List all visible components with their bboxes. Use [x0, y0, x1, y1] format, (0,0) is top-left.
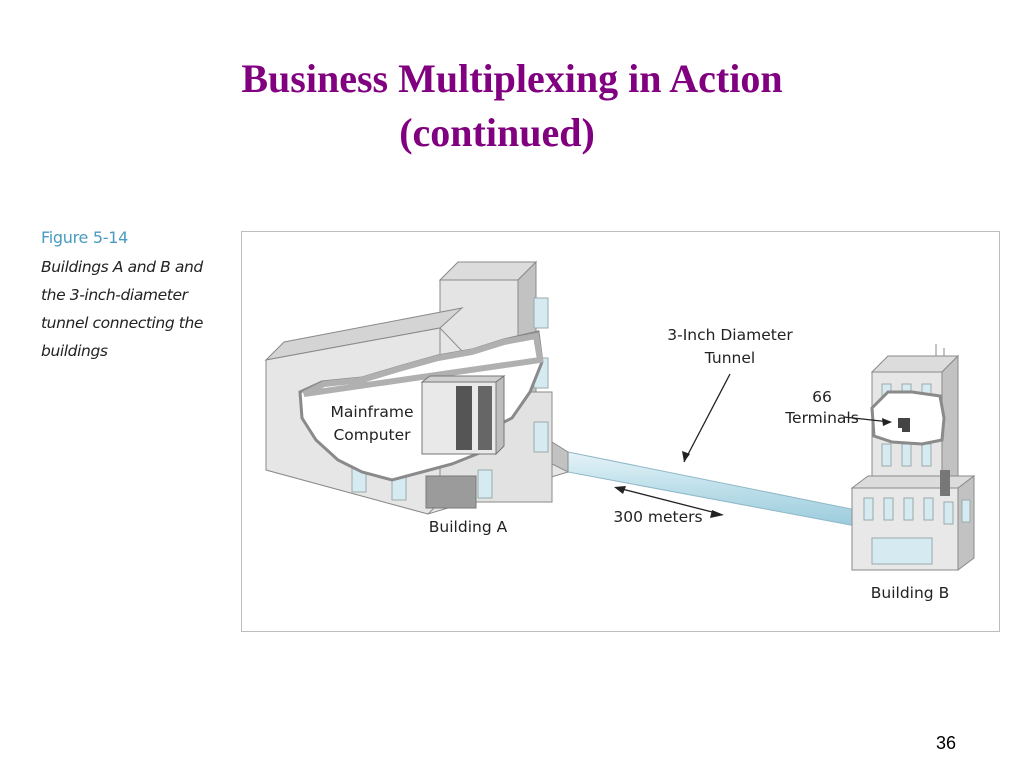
mainframe-label-line-1: Mainframe: [331, 403, 414, 421]
slide-title-line-2: (continued): [399, 110, 595, 155]
mainframe-computer-icon: [420, 375, 506, 456]
mainframe-label-line-2: Computer: [333, 426, 411, 444]
building-b: [850, 344, 976, 571]
buildings-diagram: Mainframe Computer Building A 3-Inch Dia…: [264, 260, 976, 602]
figure-description: Buildings A and B and the 3-inch-diamete…: [41, 258, 204, 360]
figure-caption: Figure 5-14 Buildings A and B and the 3-…: [41, 228, 221, 365]
slide-title: Business Multiplexing in Action (continu…: [0, 52, 1024, 160]
building-a: [264, 260, 569, 515]
tunnel-label-line-2: Tunnel: [704, 349, 755, 367]
figure-illustration: Mainframe Computer Building A 3-Inch Dia…: [241, 231, 1000, 632]
building-a-label: Building A: [429, 518, 508, 536]
figure-label: Figure 5-14: [41, 228, 128, 247]
terminals-label-line-1: 66: [812, 388, 832, 406]
slide-title-line-1: Business Multiplexing in Action: [241, 56, 783, 101]
distance-label: 300 meters: [613, 508, 702, 526]
terminals-label-line-2: Terminals: [784, 409, 859, 427]
building-b-label: Building B: [871, 584, 949, 602]
tunnel-label-line-1: 3-Inch Diameter: [667, 326, 793, 344]
distance-arrow: [614, 486, 724, 518]
terminals-pointer-arrow: [843, 416, 892, 426]
tunnel-pointer-arrow: [682, 373, 731, 463]
page-number: 36: [936, 733, 957, 753]
